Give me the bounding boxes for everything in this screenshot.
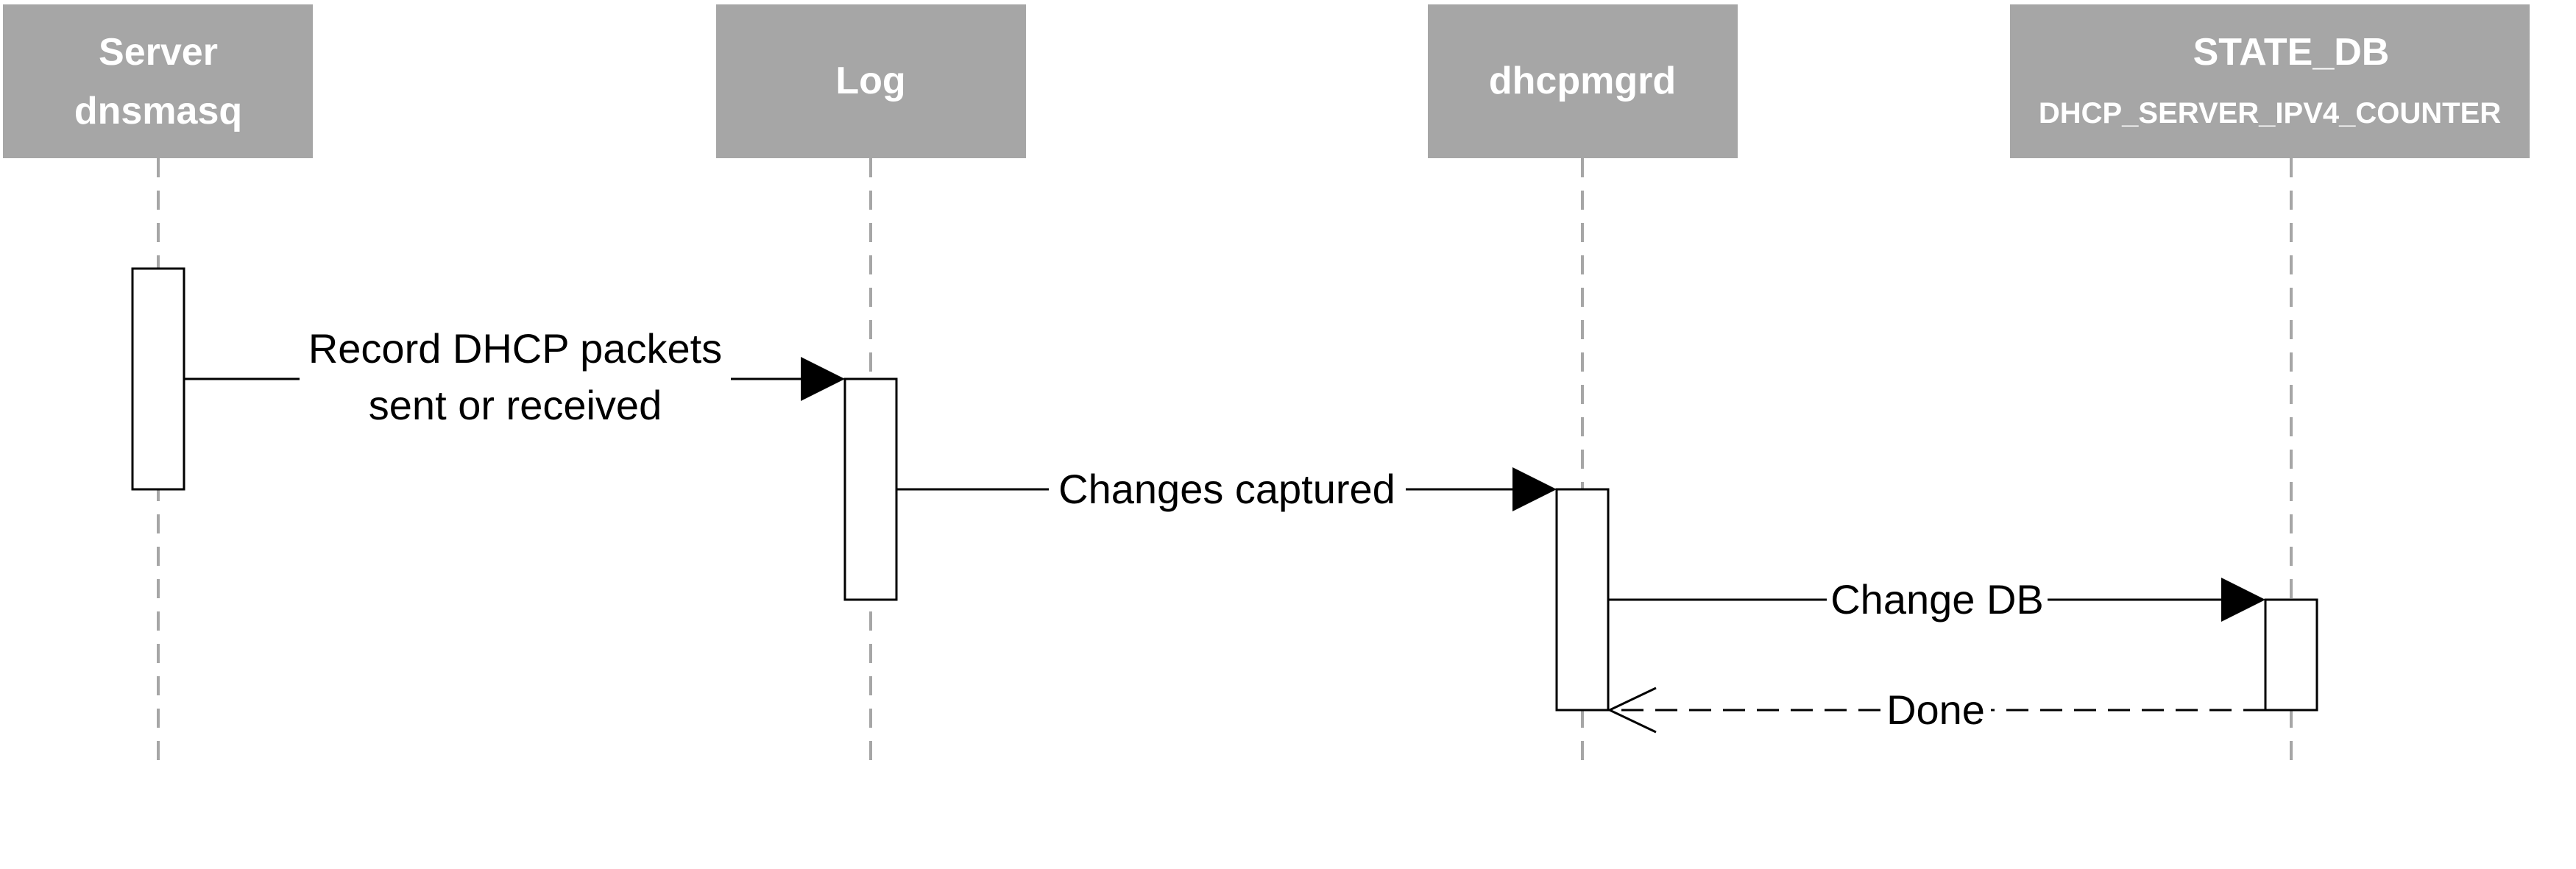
message-label: Done <box>1886 687 1985 733</box>
participant-title: STATE_DB <box>2193 31 2390 74</box>
participant-dhcpmgrd: dhcpmgrd <box>1428 4 1738 158</box>
participant-title: Log <box>835 60 905 102</box>
participant-state-db: STATE_DB DHCP_SERVER_IPV4_COUNTER <box>2010 4 2530 158</box>
message-label: Record DHCP packets <box>308 325 722 372</box>
arrowhead-filled-icon <box>801 357 845 401</box>
activation-dhcpmgrd <box>1555 488 1610 712</box>
activation-bars <box>131 267 2318 712</box>
participant-subtitle: DHCP_SERVER_IPV4_COUNTER <box>2039 97 2501 130</box>
participant-header-box <box>1428 4 1738 158</box>
participant-subtitle: dnsmasq <box>74 90 242 132</box>
message-changes-captured: Changes captured <box>896 466 1557 512</box>
participant-log: Log <box>716 4 1026 158</box>
arrowhead-filled-icon <box>1512 467 1557 511</box>
message-change-db: Change DB <box>1608 576 2265 623</box>
participant-header-box <box>3 4 313 158</box>
message-label: Changes captured <box>1058 466 1395 512</box>
arrowhead-open-icon <box>1607 687 1657 734</box>
message-label: Change DB <box>1830 576 2044 623</box>
activation-server <box>131 267 185 491</box>
participant-server: Server dnsmasq <box>3 4 313 158</box>
message-label: sent or received <box>369 382 662 428</box>
activation-state-db <box>2264 598 2318 712</box>
participant-title: Server <box>99 31 218 74</box>
message-record-dhcp-packets: Record DHCP packets sent or received <box>184 325 845 428</box>
participant-header-box <box>716 4 1026 158</box>
participant-header-box <box>2010 4 2530 158</box>
participant-title: dhcpmgrd <box>1489 60 1676 102</box>
activation-log <box>843 377 898 601</box>
arrowhead-filled-icon <box>2221 578 2265 622</box>
message-done-reply: Done <box>1607 687 2265 734</box>
